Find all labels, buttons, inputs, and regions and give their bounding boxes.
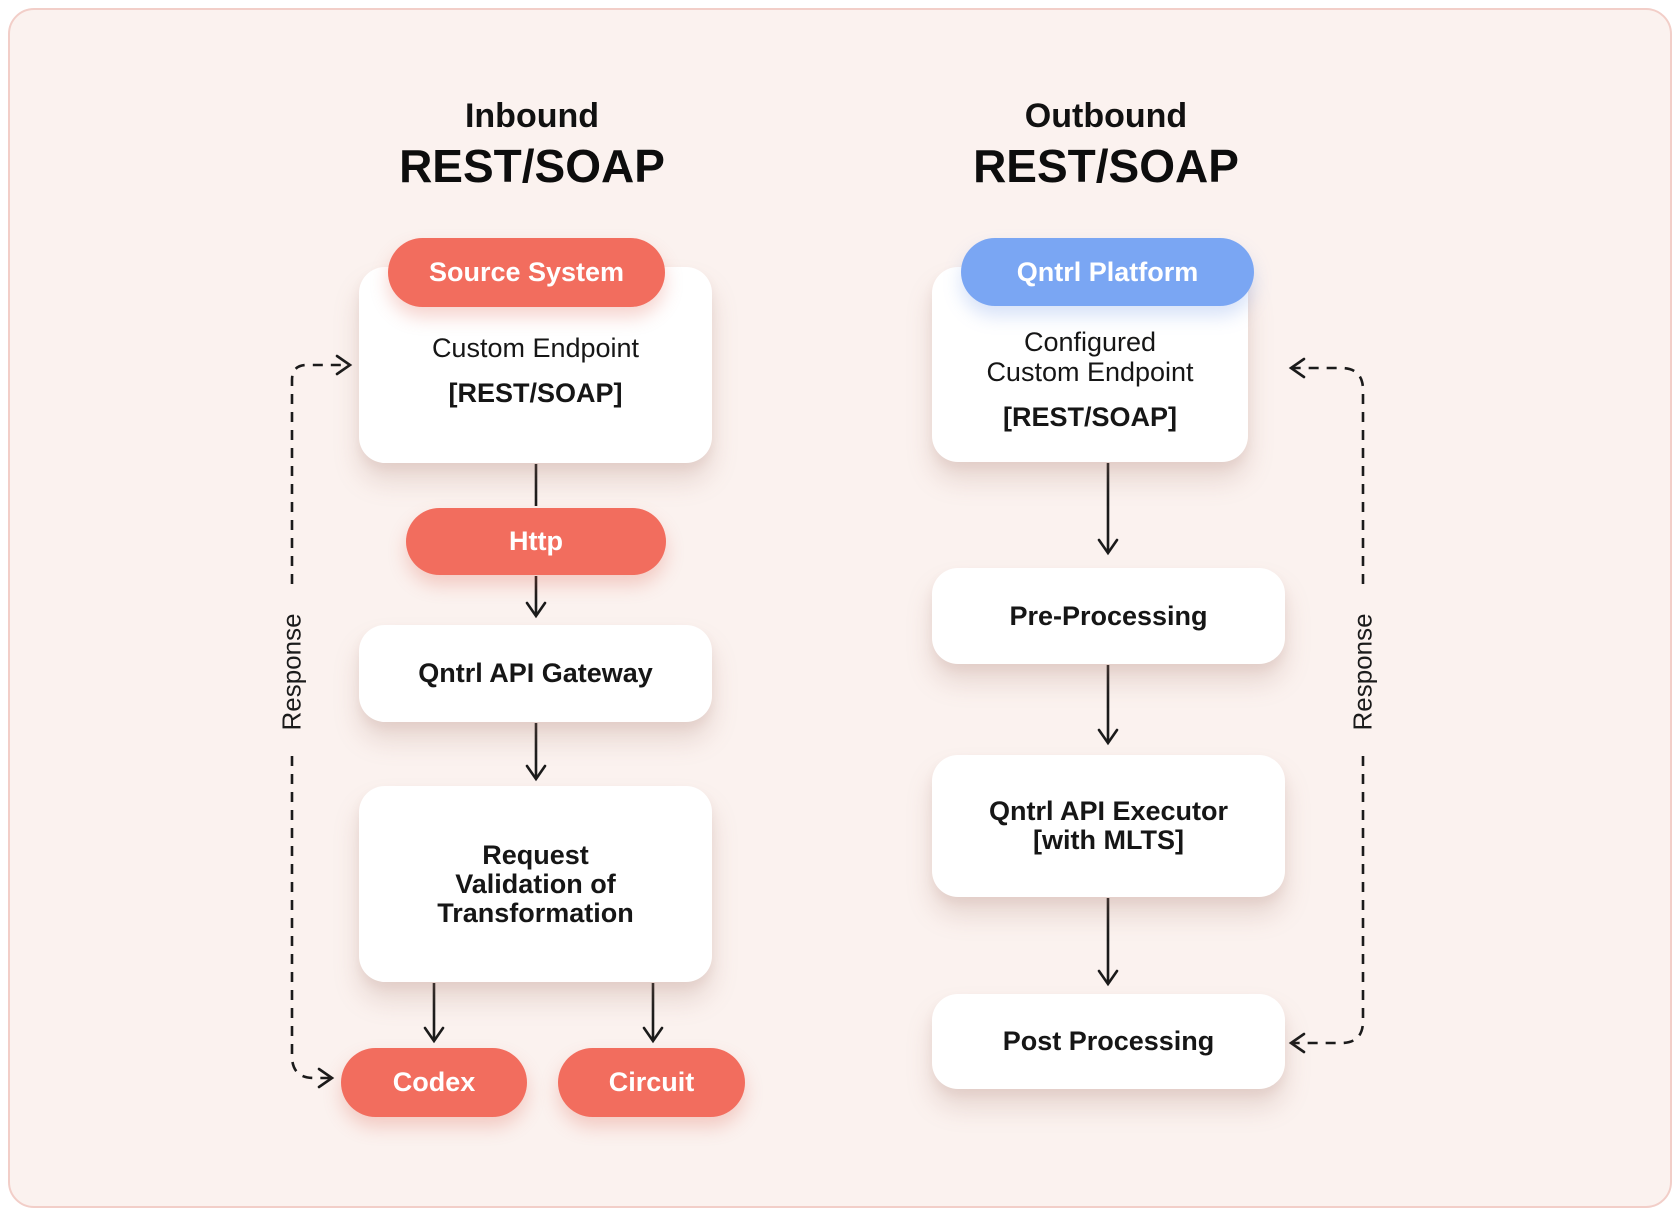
- http-pill: Http: [406, 508, 666, 575]
- post-processing-label: Post Processing: [1002, 1026, 1215, 1056]
- request-validation-line1: Request: [482, 839, 589, 870]
- custom-endpoint-label: Custom Endpoint: [431, 333, 640, 363]
- source-system-pill: Source System: [388, 238, 665, 307]
- qntrl-platform-pill: Qntrl Platform: [961, 238, 1254, 306]
- request-validation-card: Request Validation of Transformation: [359, 786, 712, 982]
- request-validation-line3: Transformation: [437, 897, 634, 928]
- diagram-frame: [8, 8, 1672, 1208]
- codex-pill: Codex: [341, 1048, 527, 1117]
- request-validation-line2: Validation of: [455, 868, 616, 899]
- configured-endpoint-line1: Configured: [1023, 327, 1157, 357]
- response-label-outbound: Response: [1347, 613, 1378, 731]
- outbound-title: Outbound: [1024, 97, 1188, 135]
- post-processing-card: Post Processing: [932, 994, 1285, 1089]
- outbound-subtitle: REST/SOAP: [973, 140, 1239, 192]
- qntrl-api-executor-card: Qntrl API Executor [with MLTS]: [932, 755, 1285, 897]
- response-label-inbound: Response: [276, 613, 307, 731]
- qntrl-api-executor-line1: Qntrl API Executor: [988, 796, 1229, 826]
- qntrl-api-gateway-card: Qntrl API Gateway: [359, 625, 712, 722]
- inbound-subtitle: REST/SOAP: [399, 140, 665, 192]
- qntrl-api-gateway-label: Qntrl API Gateway: [418, 658, 653, 688]
- pre-processing-card: Pre-Processing: [932, 568, 1285, 664]
- pre-processing-label: Pre-Processing: [1009, 600, 1208, 631]
- custom-endpoint-protocol: [REST/SOAP]: [448, 378, 623, 408]
- configured-endpoint-line2: Custom Endpoint: [986, 357, 1194, 387]
- configured-endpoint-protocol: [REST/SOAP]: [1002, 402, 1177, 432]
- qntrl-api-executor-line2: [with MLTS]: [1033, 825, 1184, 855]
- circuit-pill: Circuit: [558, 1048, 745, 1117]
- inbound-title: Inbound: [464, 97, 600, 135]
